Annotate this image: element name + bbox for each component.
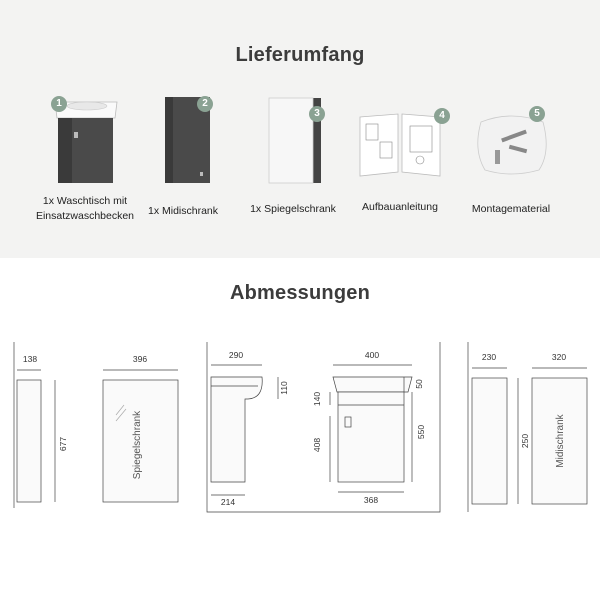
midi-cabinet-label: Midischrank: [555, 413, 566, 467]
vanity-front-height-label: 140: [312, 392, 322, 406]
item-caption: 1x Midischrank: [147, 205, 219, 217]
item-number-badge: 5: [529, 106, 545, 122]
washbasin-cabinet-icon: [54, 101, 118, 183]
midi-depth-label: 230: [482, 352, 496, 362]
dimensions-title: Abmessungen: [229, 282, 370, 304]
vanity-width-bottom-label: 368: [364, 495, 378, 505]
vanity-width-top-label: 400: [365, 350, 379, 360]
manual-icon: [359, 113, 441, 177]
vanity-body-height-label: 408: [312, 438, 322, 452]
mirror-depth-label: 138: [23, 354, 37, 364]
vanity-depth-top-label: 290: [229, 350, 243, 360]
mirror-height-label: 677: [58, 437, 68, 451]
item-number-badge: 1: [51, 96, 67, 112]
item-number-badge: 4: [434, 108, 450, 124]
midi-height-label: 250: [520, 434, 530, 448]
midi-width-label: 320: [552, 352, 566, 362]
vanity-depth-bottom-label: 214: [221, 497, 235, 507]
item-number-badge: 2: [197, 96, 213, 112]
vanity-rim-label: 50: [414, 379, 424, 389]
mirror-cabinet-label: Spiegelschrank: [132, 410, 143, 479]
mirror-cabinet-icon: [268, 97, 321, 184]
vanity-total-height-label: 550: [416, 425, 426, 439]
hardware-bag-icon: [477, 115, 547, 175]
item-caption: 1x Spiegelschrank: [250, 203, 336, 215]
vanity-basin-height-label: 110: [279, 381, 289, 395]
midi-cabinet-icon: [165, 97, 210, 183]
item-caption: Montagematerial: [471, 203, 551, 215]
item-number-badge: 3: [309, 106, 325, 122]
mirror-width-label: 396: [133, 354, 147, 364]
delivery-title: Lieferumfang: [235, 44, 365, 66]
item-caption: Aufbauanleitung: [362, 201, 438, 213]
dimension-drawings: 138 396 677 Spiegelschrank 290 110 214 4…: [13, 342, 588, 513]
